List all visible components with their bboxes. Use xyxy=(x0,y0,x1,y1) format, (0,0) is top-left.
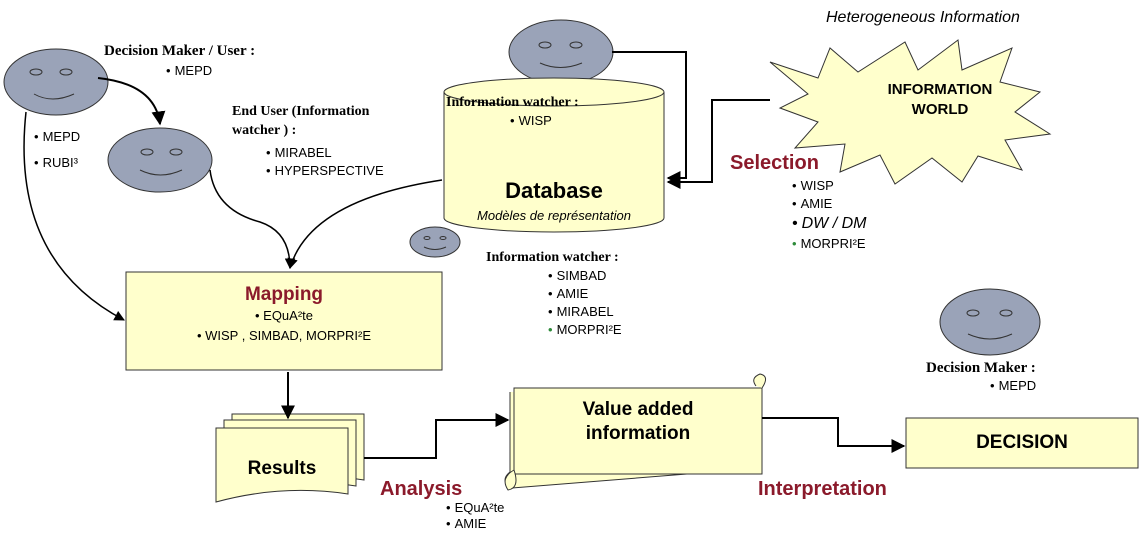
decision-maker-title: Decision Maker : xyxy=(926,360,1036,376)
mapping-line2: • WISP , SIMBAD, MORPRI²E xyxy=(196,328,372,343)
mapping-title: Mapping xyxy=(244,284,324,305)
list-item: DW / DM xyxy=(792,213,867,235)
info-watcher-mid-title: Information watcher : xyxy=(486,250,619,265)
face-decision-maker-user xyxy=(3,48,109,116)
decision-label: DECISION xyxy=(976,432,1068,453)
list-item: EQuA²te xyxy=(446,500,505,516)
information-world-label: INFORMATION WORLD xyxy=(860,80,1020,120)
list-item: AMIE xyxy=(548,285,622,303)
analysis-title: Analysis xyxy=(380,478,463,500)
list-item: MORPRI²E xyxy=(548,321,622,339)
info-watcher-top-list: WISP xyxy=(510,112,552,130)
database-cylinder xyxy=(443,77,665,233)
list-item: WISP xyxy=(792,177,866,195)
mapping-box xyxy=(125,271,443,371)
information-world-line2: WORLD xyxy=(911,101,969,118)
face-end-user xyxy=(107,127,213,193)
arrow-value-to-decision xyxy=(762,417,906,453)
face-decision-maker xyxy=(939,288,1041,356)
list-item: AMIE xyxy=(792,195,866,213)
results-label: Results xyxy=(247,458,317,479)
value-added-line2: information xyxy=(585,423,691,444)
list-item: MEPD xyxy=(990,377,1037,395)
arrow-results-to-value xyxy=(364,413,510,459)
results-documents xyxy=(215,413,365,503)
information-world-starburst xyxy=(769,39,1052,185)
end-user-title-line2: watcher ) : xyxy=(232,123,297,138)
face-information-watcher-top xyxy=(508,19,614,85)
decision-maker-list: MEPD xyxy=(990,377,1037,395)
arrow-user-to-mapping xyxy=(23,111,125,321)
heterogeneous-title: Heterogeneous Information xyxy=(826,9,1020,26)
list-item: MIRABEL xyxy=(548,303,622,321)
decision-box xyxy=(905,417,1139,469)
database-subtitle: Modèles de représentation xyxy=(477,208,631,223)
end-user-title-line1: End User (Information xyxy=(232,104,370,119)
info-watcher-mid-list: SIMBAD AMIE MIRABEL MORPRI²E xyxy=(548,267,622,339)
arrow-enduser-to-mapping xyxy=(209,169,296,270)
value-added-scroll xyxy=(504,373,766,491)
list-item: MIRABEL xyxy=(266,144,384,162)
list-item: MEPD xyxy=(34,124,81,150)
arrow-user-to-enduser xyxy=(97,77,166,126)
info-watcher-top-title: Information watcher : xyxy=(446,95,579,110)
arrow-database-to-mapping xyxy=(287,179,443,270)
value-added-line1: Value added xyxy=(582,399,694,420)
value-added-label: Value added information xyxy=(514,398,762,446)
arrow-world-to-database xyxy=(666,99,770,189)
list-item: AMIE xyxy=(446,516,504,532)
selection-list: WISP AMIE DW / DM MORPRI²E xyxy=(792,177,867,253)
list-item: MEPD xyxy=(166,62,213,80)
interpretation-label: Interpretation xyxy=(758,478,887,500)
face-information-watcher-small xyxy=(409,226,461,258)
list-item: HYPERSPECTIVE xyxy=(266,162,384,180)
decision-maker-user-title: Decision Maker / User : xyxy=(104,43,256,59)
left-tool-list: MEPD RUBI³ xyxy=(34,124,81,176)
decision-maker-user-list: MEPD xyxy=(166,62,213,80)
mapping-line1: • EQuA²te xyxy=(254,308,314,323)
database-title: Database xyxy=(505,178,603,203)
list-item: MORPRI²E xyxy=(792,235,866,253)
selection-title: Selection xyxy=(730,152,819,174)
analysis-list: EQuA²te AMIE xyxy=(446,500,505,532)
list-item: SIMBAD xyxy=(548,267,622,285)
end-user-list: MIRABEL HYPERSPECTIVE xyxy=(266,144,384,180)
end-user-title: End User (Information watcher ) : xyxy=(232,102,369,140)
list-item: WISP xyxy=(510,112,552,130)
list-item: RUBI³ xyxy=(34,150,80,176)
information-world-line1: INFORMATION xyxy=(887,81,993,98)
